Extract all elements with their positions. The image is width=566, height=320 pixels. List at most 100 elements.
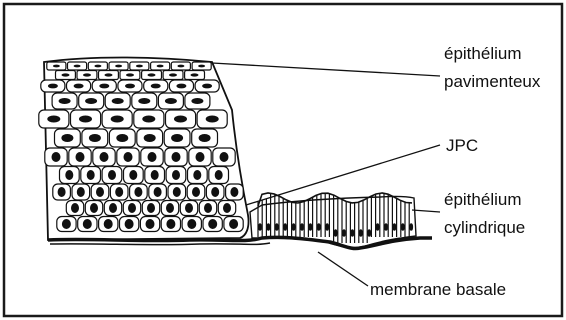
squamous-cell-nucleus [208, 219, 217, 229]
squamous-cell-nucleus [202, 84, 212, 89]
squamous-cell-nucleus [105, 73, 113, 76]
columnar-cell-nucleus [393, 224, 396, 230]
columnar-cell-nucleus [360, 230, 363, 236]
squamous-cell-nucleus [104, 219, 113, 229]
squamous-cell-nucleus [94, 65, 101, 68]
squamous-cell-nucleus [142, 116, 155, 123]
squamous-cell-nucleus [192, 187, 200, 197]
squamous-cell-nucleus [144, 134, 156, 142]
label-epithelium-pavimenteux-line2: pavimenteux [444, 72, 541, 91]
label-membrane-basale: membrane basale [370, 280, 506, 299]
squamous-cell-nucleus [166, 203, 174, 213]
squamous-cell-nucleus [138, 98, 150, 104]
squamous-cell-nucleus [85, 98, 97, 104]
squamous-cell-nucleus [193, 170, 201, 180]
squamous-cell-nucleus [52, 152, 61, 162]
squamous-cell-nucleus [77, 187, 85, 197]
squamous-cell-nucleus [230, 187, 238, 197]
label-epithelium-cylindrique-line2: cylindrique [444, 218, 525, 237]
squamous-cell-nucleus [100, 152, 109, 162]
squamous-cell-nucleus [83, 73, 91, 76]
squamous-cell-nucleus [206, 116, 219, 123]
squamous-cell-nucleus [211, 187, 219, 197]
squamous-cell-nucleus [196, 152, 205, 162]
columnar-cell-nucleus [284, 224, 287, 230]
columnar-cell-nucleus [368, 230, 371, 236]
squamous-cell-nucleus [165, 98, 177, 104]
squamous-cell-nucleus [148, 73, 156, 76]
squamous-cell-nucleus [172, 170, 180, 180]
squamous-cell-nucleus [79, 116, 92, 123]
columnar-cell-nucleus [276, 224, 279, 230]
columnar-cell-nucleus [385, 224, 388, 230]
squamous-cell-nucleus [125, 84, 135, 89]
squamous-cell-nucleus [134, 187, 142, 197]
squamous-cell-nucleus [65, 170, 73, 180]
squamous-cell-nucleus [48, 84, 58, 89]
squamous-cell-nucleus [53, 65, 60, 68]
squamous-cell-nucleus [61, 134, 73, 142]
squamous-cell-nucleus [191, 73, 199, 76]
squamous-cell-nucleus [89, 134, 101, 142]
columnar-cell-nucleus [410, 224, 413, 230]
squamous-epithelium-illustration [39, 58, 249, 241]
squamous-cell-nucleus [62, 219, 71, 229]
squamous-cell-nucleus [99, 84, 109, 89]
squamous-cell-nucleus [151, 170, 159, 180]
squamous-cell-nucleus [172, 152, 181, 162]
columnar-cell-nucleus [343, 230, 346, 236]
squamous-cell-nucleus [204, 203, 212, 213]
squamous-cell-nucleus [116, 134, 128, 142]
squamous-cell-nucleus [115, 65, 122, 68]
squamous-cell-nucleus [47, 116, 60, 123]
squamous-cell-nucleus [111, 116, 124, 123]
columnar-cell-nucleus [326, 224, 329, 230]
squamous-cell-nucleus [126, 73, 134, 76]
columnar-cell-nucleus [402, 224, 405, 230]
squamous-cell-nucleus [177, 65, 184, 68]
squamous-cell-nucleus [87, 170, 95, 180]
squamous-cell-nucleus [58, 187, 66, 197]
squamous-cell-nucleus [136, 65, 143, 68]
columnar-cell-nucleus [376, 224, 379, 230]
columnar-cell-nucleus [318, 224, 321, 230]
squamous-cell-nucleus [147, 203, 155, 213]
squamous-cell-nucleus [199, 134, 211, 142]
squamous-cell-nucleus [109, 203, 117, 213]
squamous-cell-nucleus [171, 134, 183, 142]
squamous-cell-nucleus [176, 84, 186, 89]
squamous-cell-nucleus [229, 219, 238, 229]
squamous-cell-nucleus [187, 219, 196, 229]
squamous-cell-nucleus [151, 84, 161, 89]
squamous-cell-nucleus [62, 73, 70, 76]
columnar-cell-nucleus [334, 230, 337, 236]
squamous-cell-nucleus [115, 187, 123, 197]
squamous-cell-nucleus [146, 219, 155, 229]
squamous-cell-nucleus [223, 203, 231, 213]
squamous-cell-nucleus [59, 98, 71, 104]
squamous-cell-nucleus [124, 152, 133, 162]
squamous-cell-nucleus [76, 152, 85, 162]
squamous-cell-nucleus [112, 98, 124, 104]
squamous-cell-nucleus [173, 187, 181, 197]
columnar-cell-nucleus [351, 230, 354, 236]
columnar-cell-nucleus [267, 224, 270, 230]
squamous-cell-nucleus [74, 84, 84, 89]
squamous-cell-nucleus [108, 170, 116, 180]
columnar-cell-nucleus [301, 224, 304, 230]
squamous-cell-nucleus [174, 116, 187, 123]
squamous-cell-nucleus [129, 170, 137, 180]
squamous-cell-nucleus [90, 203, 98, 213]
squamous-cell-nucleus [169, 73, 177, 76]
squamous-cell-nucleus [128, 203, 136, 213]
columnar-cell-nucleus [292, 224, 295, 230]
squamous-cell-nucleus [166, 219, 175, 229]
label-epithelium-pavimenteux-line1: épithélium [444, 44, 522, 63]
squamous-cell-nucleus [96, 187, 104, 197]
squamous-cell-nucleus [185, 203, 193, 213]
squamous-cell-nucleus [148, 152, 157, 162]
squamous-cell-nucleus [74, 65, 81, 68]
squamous-cell-nucleus [198, 65, 205, 68]
squamous-cell-nucleus [71, 203, 79, 213]
